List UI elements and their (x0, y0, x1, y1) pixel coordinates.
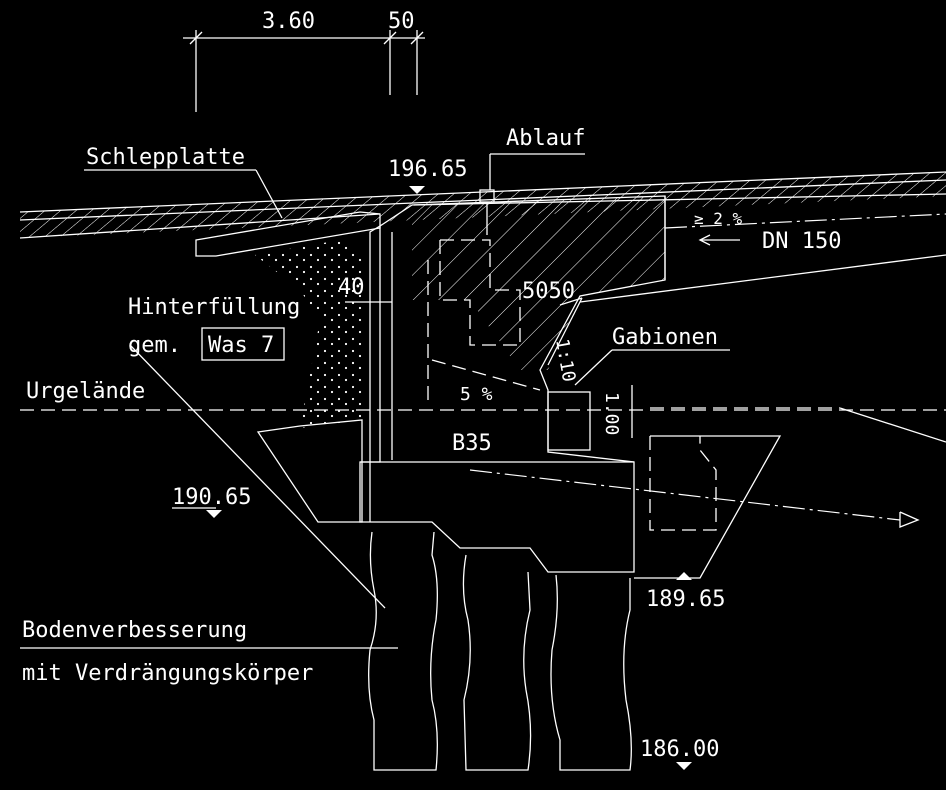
dim-40: 40 (338, 275, 365, 300)
gabion (469, 349, 920, 579)
label-slope-inner: 5 % (460, 384, 493, 405)
dim-5050: 5050 (522, 279, 575, 304)
leaders (20, 301, 398, 649)
label-gem: gem. (128, 333, 181, 358)
label-ablauf: Ablauf (506, 126, 585, 151)
top-dimension: 3.60 50 (183, 9, 425, 112)
backfill (255, 240, 362, 428)
label-hinterfuellung: Hinterfüllung (128, 295, 300, 320)
label-was7: Was 7 (208, 333, 274, 358)
annotations: Schlepplatte Ablauf 196.65 Hinterfüllung… (22, 126, 841, 762)
piles (368, 531, 632, 771)
label-slope-top: ≥ 2 % (694, 209, 743, 228)
soil-improvement (129, 344, 386, 609)
level-ground: 190.65 (172, 485, 251, 510)
level-piles: 186.00 (640, 737, 719, 762)
label-verdraengung: mit Verdrängungskörper (22, 661, 313, 686)
abutment-body (359, 195, 666, 573)
label-gabionen: Gabionen (612, 325, 718, 350)
drainage (479, 153, 946, 303)
level-top: 196.65 (388, 157, 467, 182)
dim-50: 50 (388, 9, 415, 34)
label-slope-face: 1:10 (551, 337, 579, 383)
label-bodenverbesserung: Bodenverbesserung (22, 618, 247, 643)
level-foundation: 189.65 (646, 587, 725, 612)
ground-line (20, 407, 946, 443)
inner-dashed-pocket (427, 239, 583, 400)
label-schlepplatte: Schlepplatte (86, 145, 245, 170)
label-concrete: B35 (452, 431, 492, 456)
label-urgelaende: Urgelände (26, 379, 145, 404)
label-gabion-height: 1.00 (601, 392, 622, 435)
was7-box (201, 327, 285, 361)
label-dn150: DN 150 (762, 229, 841, 254)
dim-3-60: 3.60 (262, 9, 315, 34)
